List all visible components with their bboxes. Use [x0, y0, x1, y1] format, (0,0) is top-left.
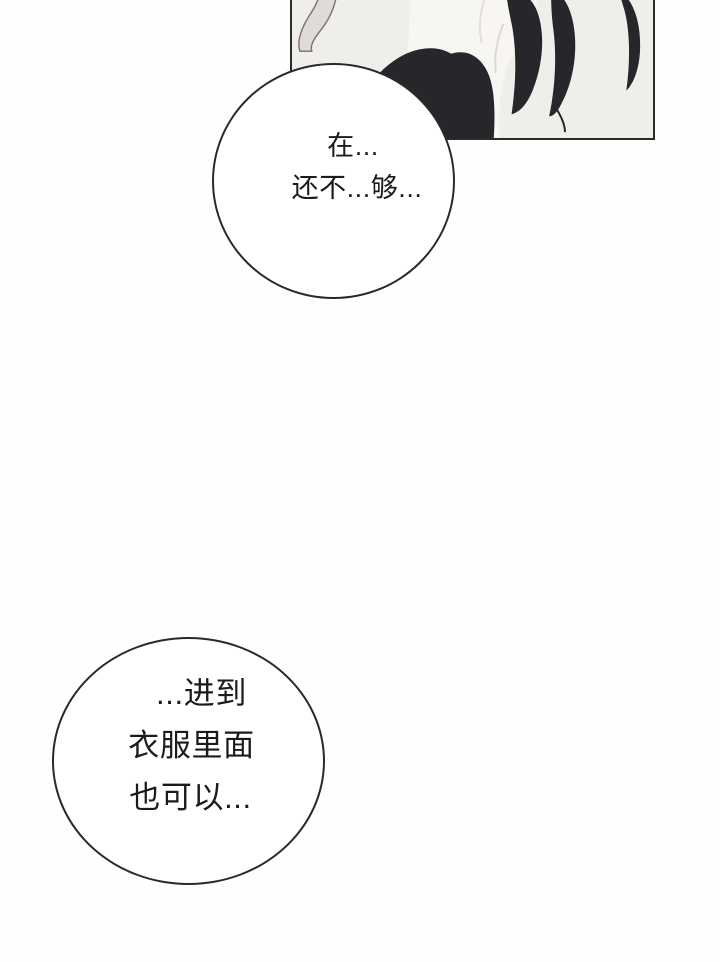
- bubble-lower-line-2: 衣服里面: [128, 728, 255, 763]
- speech-bubble-upper-text: 在... 还不...够...: [212, 125, 472, 209]
- bubble-upper-line-1: 在...: [327, 131, 379, 161]
- bubble-upper-line-2: 还不...够...: [291, 173, 423, 203]
- speech-bubble-lower: [52, 637, 325, 885]
- bubble-lower-line-3: 也可以...: [129, 780, 252, 815]
- bubble-lower-line-1: ...进到: [156, 676, 247, 711]
- speech-bubble-lower-text: ...进到 衣服里面 也可以...: [52, 668, 325, 824]
- speech-bubble-upper: [212, 63, 455, 299]
